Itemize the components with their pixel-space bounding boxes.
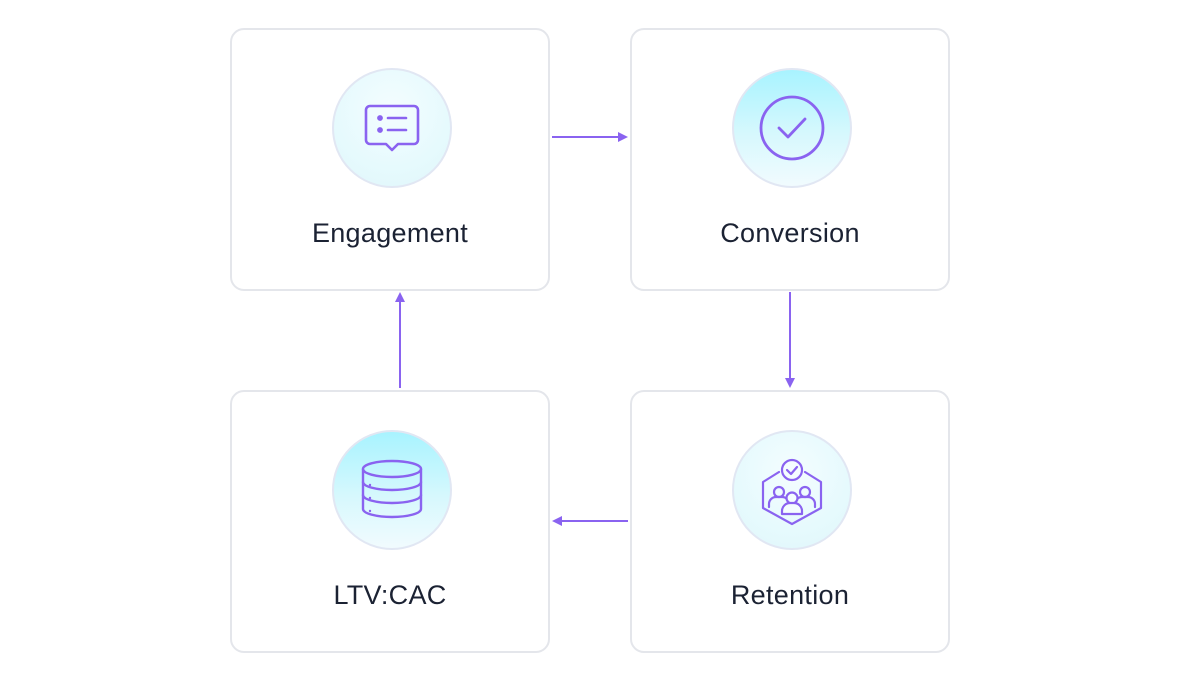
icon-badge — [332, 68, 452, 188]
node-ltv-cac: LTV:CAC — [230, 390, 550, 653]
node-label: Retention — [730, 580, 850, 610]
icon-badge — [732, 68, 852, 188]
node-label: LTV:CAC — [333, 580, 447, 610]
team-hexagon-icon — [761, 458, 823, 526]
node-label: Conversion — [720, 218, 860, 248]
node-engagement: Engagement — [230, 28, 550, 291]
icon-badge — [332, 430, 452, 550]
node-retention: Retention — [630, 390, 950, 653]
icon-badge — [732, 430, 852, 550]
chat-list-icon — [364, 104, 420, 152]
check-circle-icon — [759, 95, 825, 161]
node-label: Engagement — [311, 218, 469, 248]
database-icon — [361, 459, 423, 519]
node-conversion: Conversion — [630, 28, 950, 291]
